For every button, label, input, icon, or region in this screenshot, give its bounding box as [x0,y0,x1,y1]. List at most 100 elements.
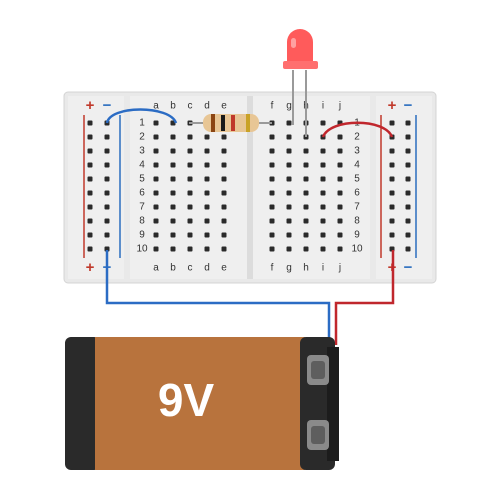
resistor-band-3 [231,115,235,131]
breadboard-hole [269,176,275,182]
breadboard-hole [320,246,326,252]
row-label-5-left: 5 [139,174,145,185]
rail-hole [405,190,411,196]
breadboard-hole [320,232,326,238]
left-rail-plus-top: + [86,97,95,114]
breadboard-hole [221,134,227,140]
rail-hole [389,232,395,238]
breadboard-hole [187,204,193,210]
rail-hole [87,218,93,224]
row-label-10-right: 10 [351,244,363,255]
rail-hole [389,218,395,224]
breadboard-hole [187,176,193,182]
rail-hole [87,204,93,210]
rail-hole [405,246,411,252]
rail-hole [405,120,411,126]
breadboard-hole [170,190,176,196]
rail-hole [405,176,411,182]
battery-label: 9V [158,374,215,426]
rail-hole [405,204,411,210]
breadboard-hole [187,162,193,168]
breadboard-hole [187,134,193,140]
breadboard-hole [204,176,210,182]
breadboard-hole [303,190,309,196]
left-rail-plus-bottom: + [86,259,95,276]
row-label-9-right: 9 [354,230,360,241]
positive-wire-to-battery [334,250,395,345]
breadboard-hole [303,204,309,210]
breadboard-hole [170,218,176,224]
row-label-6-left: 6 [139,188,145,199]
breadboard-hole [320,162,326,168]
row-label-3-right: 3 [354,146,360,157]
center-channel [247,96,253,279]
rail-hole [87,120,93,126]
breadboard-hole [187,190,193,196]
row-label-3-left: 3 [139,146,145,157]
breadboard-hole [204,204,210,210]
row-label-1-left: 1 [139,118,145,129]
breadboard-hole [221,190,227,196]
breadboard-hole [320,190,326,196]
breadboard-hole [221,148,227,154]
negative-wire-to-battery [105,250,331,345]
battery-left-cap [65,337,100,470]
rail-hole [104,148,110,154]
breadboard-hole [221,176,227,182]
breadboard-hole [170,134,176,140]
breadboard-hole [269,162,275,168]
breadboard-hole [337,204,343,210]
led-highlight [291,38,296,48]
breadboard-hole [170,176,176,182]
rail-hole [104,190,110,196]
breadboard-hole [337,176,343,182]
right-power-rail [376,96,432,279]
jumper-wire-i2-to-plus [321,121,394,138]
row-label-6-right: 6 [354,188,360,199]
right-rail-minus-bottom: − [404,259,413,276]
rail-hole [104,204,110,210]
breadboard-hole [320,148,326,154]
breadboard-hole [153,218,159,224]
breadboard-hole [337,148,343,154]
rail-hole [104,232,110,238]
breadboard-hole [286,134,292,140]
breadboard-hole [303,218,309,224]
breadboard-hole [187,218,193,224]
breadboard-hole [153,134,159,140]
breadboard-hole [303,246,309,252]
led [283,29,318,137]
column-label-b-bottom: b [170,263,176,274]
column-label-g-bottom: g [286,263,292,274]
row-label-9-left: 9 [139,230,145,241]
breadboard-hole [153,162,159,168]
right-rail-plus-top: + [388,97,397,114]
breadboard-hole [286,246,292,252]
row-label-8-left: 8 [139,216,145,227]
resistor-band-2 [221,115,225,131]
breadboard-hole [153,232,159,238]
column-label-i-bottom: i [322,263,324,274]
breadboard-hole [170,246,176,252]
row-label-8-right: 8 [354,216,360,227]
column-label-a-bottom: a [153,263,159,274]
rail-hole [87,190,93,196]
rail-hole [389,148,395,154]
resistor [189,114,272,132]
breadboard-hole [153,120,159,126]
rail-hole [389,162,395,168]
row-label-7-right: 7 [354,202,360,213]
rail-hole [389,176,395,182]
column-label-d-bottom: d [204,263,210,274]
column-label-c-top: c [188,101,193,112]
resistor-band-1 [211,114,215,132]
breadboard-hole [170,162,176,168]
battery-terminal-top [307,355,329,385]
left-rail-minus-top: − [103,97,112,114]
battery-body [95,337,305,470]
breadboard-hole [221,204,227,210]
breadboard-hole [337,218,343,224]
breadboard-hole [221,246,227,252]
breadboard-hole [204,246,210,252]
